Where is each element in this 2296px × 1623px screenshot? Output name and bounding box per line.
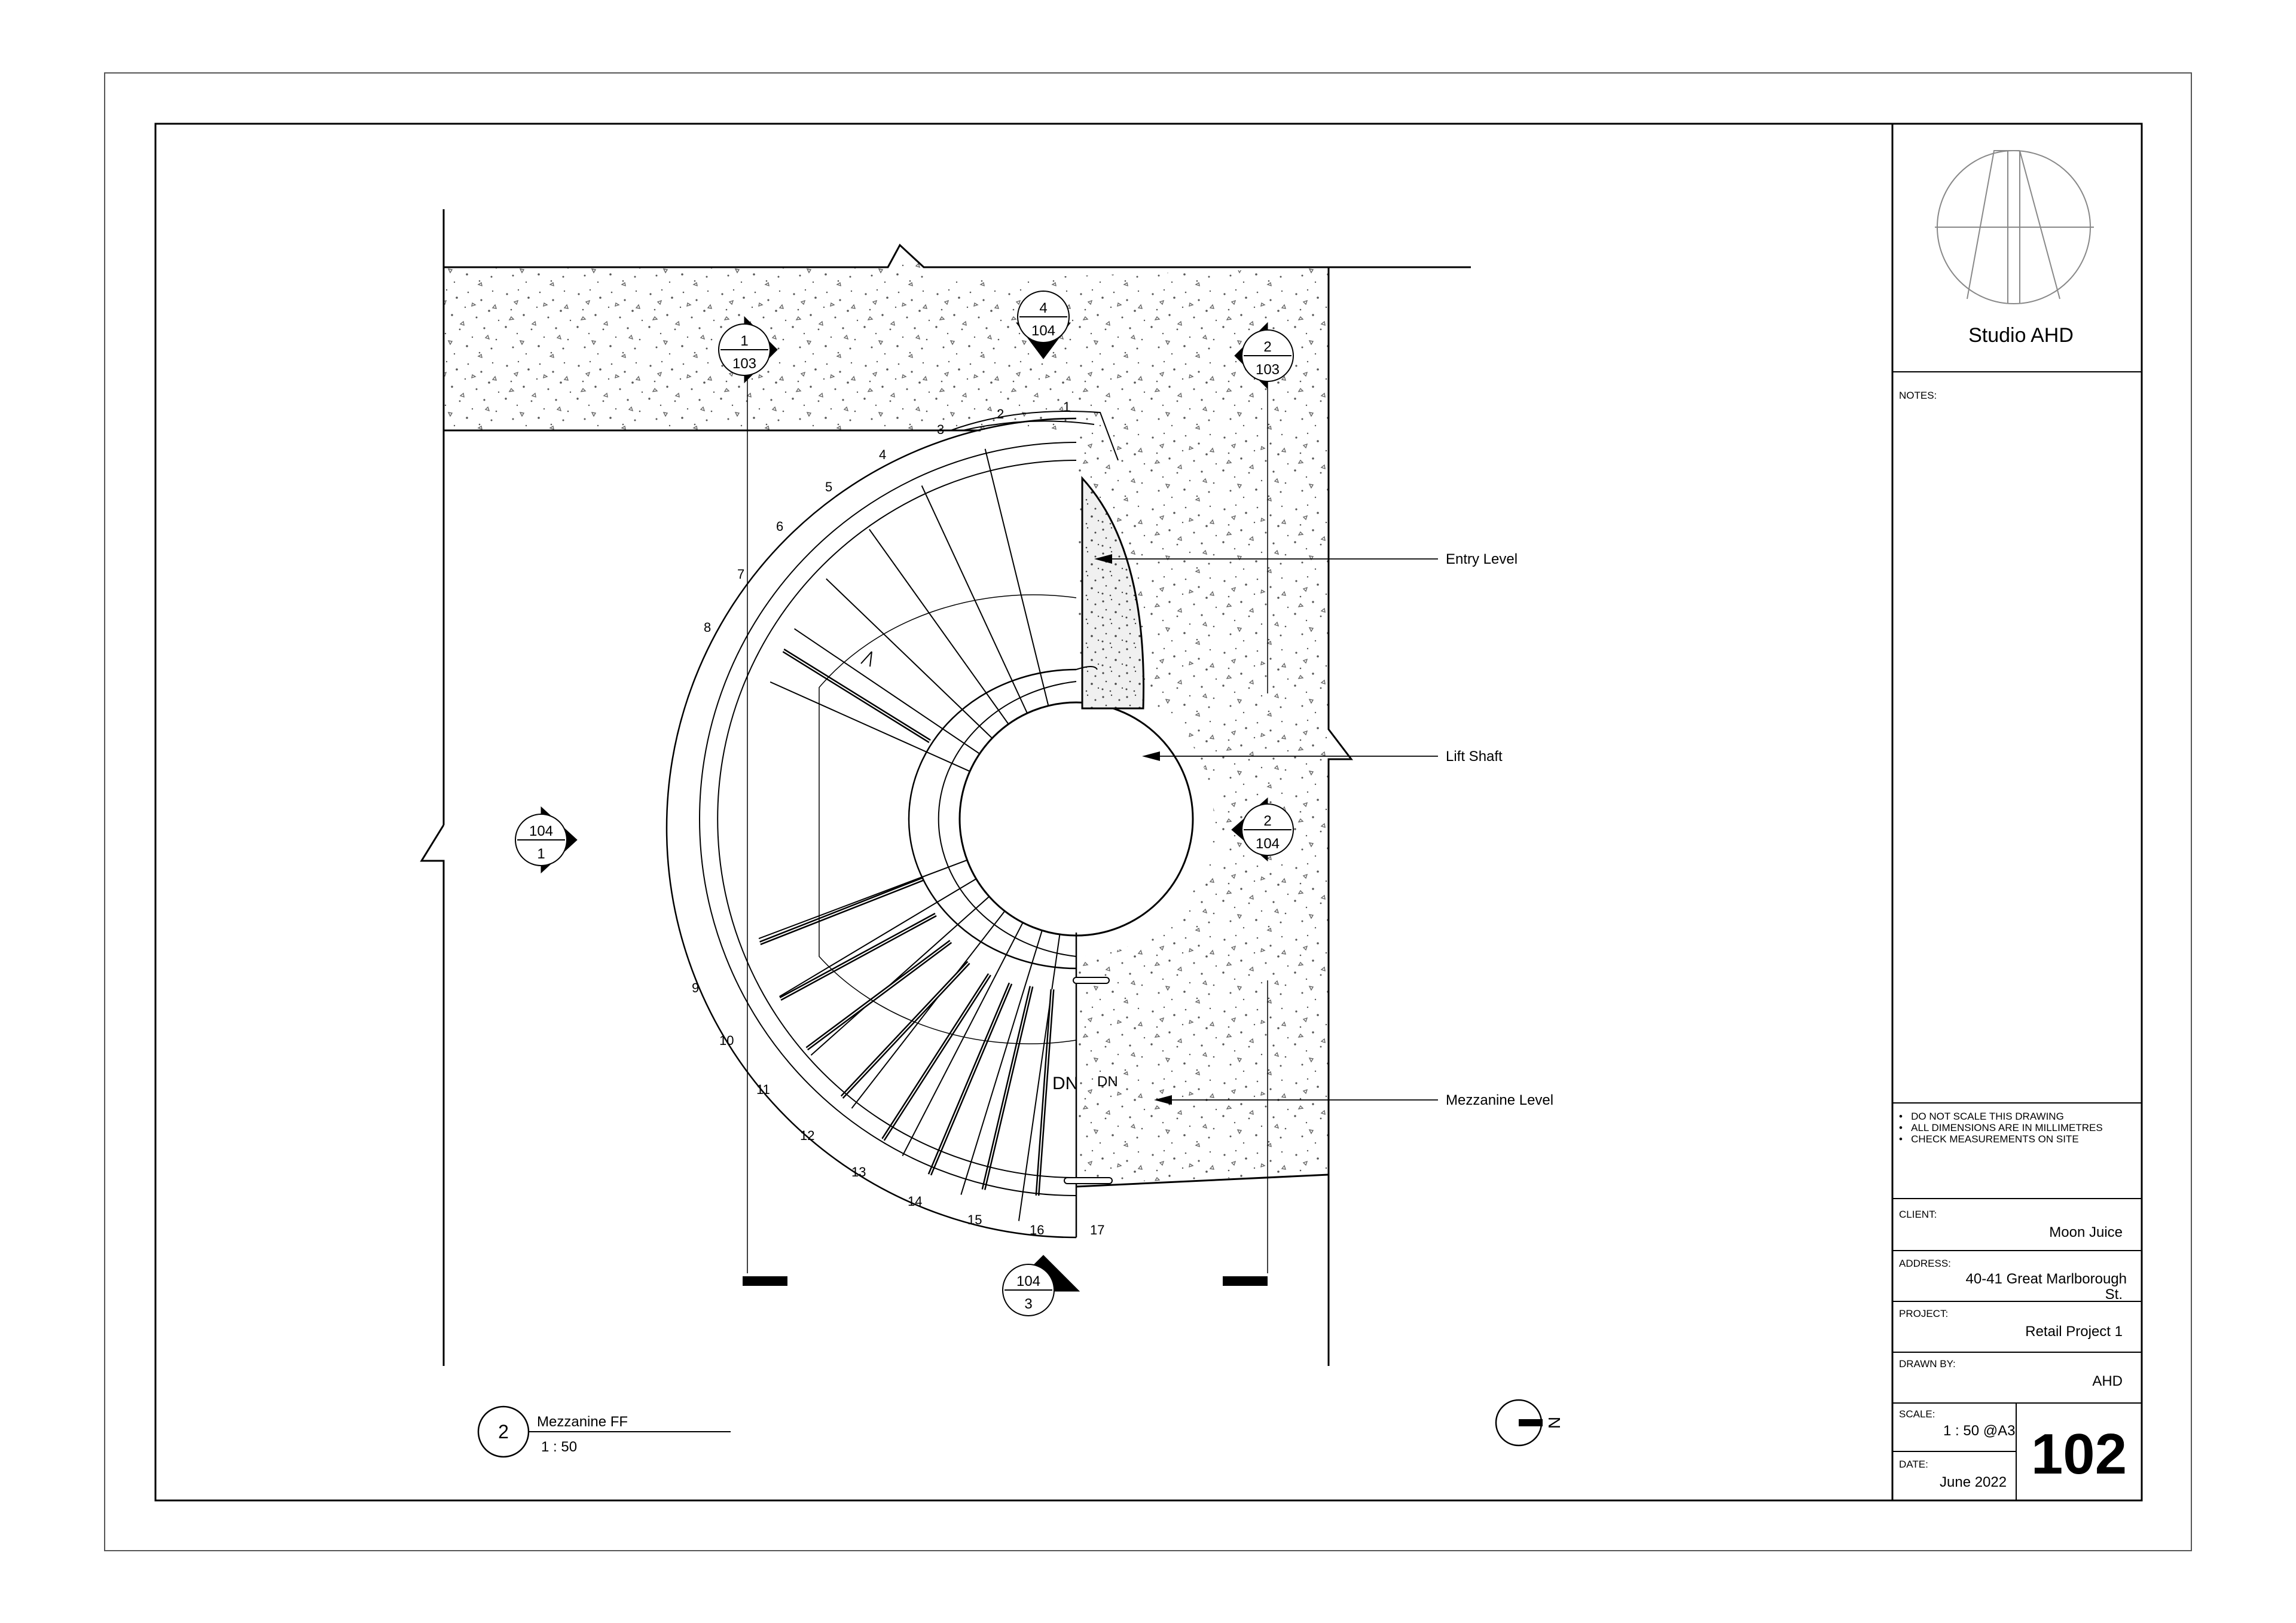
marker-2-104-bottom: 104 bbox=[1256, 836, 1280, 852]
marker-104-1-bottom: 1 bbox=[537, 846, 545, 862]
callout-mezzanine-level: Mezzanine Level bbox=[1446, 1092, 1553, 1108]
date-value: June 2022 bbox=[1940, 1474, 2007, 1490]
step-number: 9 bbox=[692, 980, 699, 995]
marker-2-104-top: 2 bbox=[1263, 813, 1271, 829]
step-number: 4 bbox=[879, 447, 886, 462]
view-number: 2 bbox=[498, 1421, 509, 1442]
marker-104-1 bbox=[515, 806, 578, 874]
stair-inner-arc-2 bbox=[938, 681, 1077, 957]
marker-2-103 bbox=[1234, 322, 1294, 390]
marker-1-103 bbox=[718, 316, 778, 384]
entry-level-landing bbox=[1081, 476, 1144, 710]
marker-104-3 bbox=[1002, 1255, 1080, 1316]
step-number: 11 bbox=[756, 1082, 770, 1097]
step-number: 17 bbox=[1090, 1222, 1104, 1237]
sheet-number: 102 bbox=[2031, 1422, 2127, 1486]
step-number: 14 bbox=[908, 1194, 922, 1209]
step-number: 12 bbox=[800, 1128, 814, 1143]
note-item: • ALL DIMENSIONS ARE IN MILLIMETRES bbox=[1899, 1122, 2103, 1133]
general-notes: • DO NOT SCALE THIS DRAWING • ALL DIMENS… bbox=[1899, 1111, 2103, 1145]
step-number: 15 bbox=[967, 1212, 982, 1227]
north-arrow-icon bbox=[1495, 1399, 1543, 1447]
marker-104-3-bottom: 3 bbox=[1024, 1296, 1032, 1312]
concrete-slab-top bbox=[444, 245, 1329, 430]
step-number: 8 bbox=[704, 620, 711, 635]
scale-label: SCALE: bbox=[1899, 1408, 1935, 1420]
drawn-by-label: DRAWN BY: bbox=[1899, 1358, 1956, 1370]
client-value: Moon Juice bbox=[2049, 1224, 2123, 1240]
dn-label-2: DN bbox=[1097, 1074, 1118, 1090]
view-title: Mezzanine FF bbox=[537, 1414, 628, 1430]
step-number: 10 bbox=[719, 1033, 734, 1048]
drawn-by-value: AHD bbox=[2092, 1373, 2123, 1389]
marker-104-3-top: 104 bbox=[1016, 1273, 1040, 1289]
stair-handrail-outer-2 bbox=[699, 442, 1077, 1196]
marker-4-104 bbox=[1016, 291, 1071, 359]
note-item: • DO NOT SCALE THIS DRAWING bbox=[1899, 1111, 2064, 1122]
scale-value: 1 : 50 @A3 bbox=[1943, 1423, 2016, 1439]
step-number: 7 bbox=[737, 567, 744, 582]
marker-104-1-top: 104 bbox=[529, 823, 553, 839]
address-line-1: 40-41 Great Marlborough bbox=[1965, 1271, 2127, 1287]
stair-inner-arc bbox=[908, 668, 1077, 970]
marker-4-104-top: 4 bbox=[1039, 300, 1047, 316]
marker-1-103-top: 1 bbox=[740, 333, 748, 349]
step-number: 1 bbox=[1063, 399, 1070, 414]
dn-label-1: DN bbox=[1052, 1074, 1078, 1093]
view-title-symbol bbox=[477, 1405, 731, 1458]
stair-handrail-outer bbox=[717, 460, 1077, 1178]
floor-plan bbox=[420, 209, 1471, 1366]
address-line-2: St. bbox=[2105, 1286, 2123, 1303]
marker-1-103-bottom: 103 bbox=[732, 356, 756, 372]
step-number: 2 bbox=[997, 406, 1004, 421]
studio-logo bbox=[1935, 150, 2094, 304]
client-label: CLIENT: bbox=[1899, 1209, 1937, 1220]
address-label: ADDRESS: bbox=[1899, 1258, 1951, 1269]
step-number: 16 bbox=[1030, 1222, 1044, 1237]
notes-label: NOTES: bbox=[1899, 390, 1937, 401]
marker-2-103-bottom: 103 bbox=[1256, 362, 1280, 378]
callout-lift-shaft: Lift Shaft bbox=[1446, 748, 1503, 765]
callout-entry-level: Entry Level bbox=[1446, 551, 1518, 567]
step-number: 6 bbox=[776, 519, 783, 534]
outer-border bbox=[104, 72, 2192, 1551]
step-number: 3 bbox=[937, 422, 944, 437]
north-label: N bbox=[1545, 1417, 1564, 1429]
marker-2-104 bbox=[1231, 797, 1294, 862]
studio-name: Studio AHD bbox=[1968, 324, 2074, 347]
marker-2-103-top: 2 bbox=[1263, 339, 1271, 355]
stair-walkline bbox=[819, 594, 1077, 1044]
note-item: • CHECK MEASUREMENTS ON SITE bbox=[1899, 1133, 2079, 1145]
step-number: 13 bbox=[851, 1164, 866, 1179]
stair-outer-arc bbox=[665, 417, 1077, 1239]
step-number: 5 bbox=[825, 479, 832, 494]
project-value: Retail Project 1 bbox=[2025, 1324, 2123, 1340]
inner-border bbox=[154, 123, 2143, 1502]
view-scale: 1 : 50 bbox=[541, 1439, 577, 1455]
marker-4-104-bottom: 104 bbox=[1031, 323, 1055, 339]
date-label: DATE: bbox=[1899, 1459, 1928, 1470]
project-label: PROJECT: bbox=[1899, 1308, 1949, 1319]
lift-shaft bbox=[958, 701, 1194, 937]
